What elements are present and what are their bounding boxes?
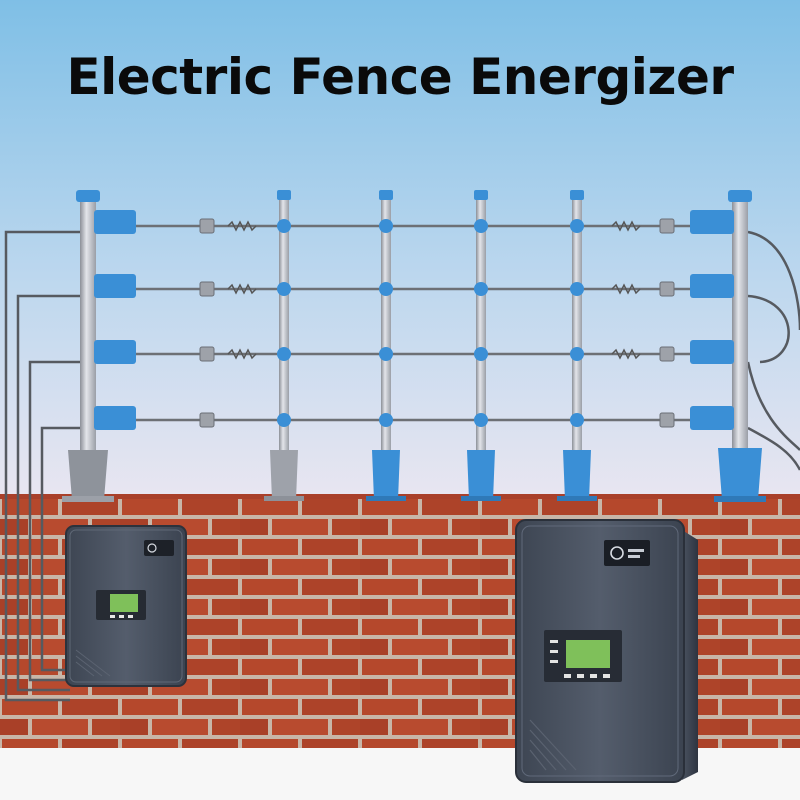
headline: Electric Fence Energizer — [66, 48, 734, 106]
lcd-screen-small — [110, 594, 138, 612]
post-2 — [366, 190, 406, 501]
intermediate-posts — [264, 190, 597, 501]
wire-tensioners — [227, 220, 641, 360]
post-4 — [557, 190, 597, 501]
post-1 — [264, 190, 304, 501]
energizer-small — [65, 525, 187, 687]
lead-cables-left — [4, 230, 80, 702]
wire-insulators — [199, 218, 675, 428]
end-post-right — [690, 190, 766, 502]
post-3 — [461, 190, 501, 501]
energizer-large — [515, 519, 698, 783]
end-post-left — [62, 190, 136, 502]
fence-wires — [90, 224, 740, 422]
lcd-screen-large — [566, 640, 610, 668]
